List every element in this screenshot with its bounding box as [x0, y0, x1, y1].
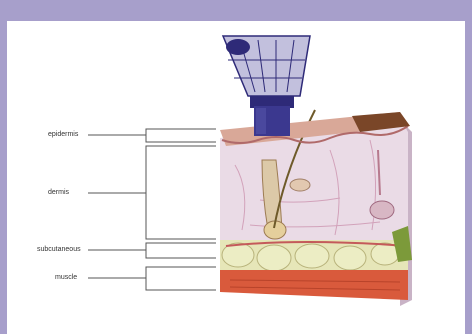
layer-brackets [88, 129, 216, 290]
dermis-label: dermis [48, 189, 69, 196]
dermis-bracket [146, 146, 216, 239]
subcutaneous-bracket [146, 243, 216, 258]
muscle-label: muscle [55, 274, 77, 281]
muscle-bracket [146, 267, 216, 290]
epidermis-label: epidermis [48, 131, 78, 138]
epidermis-bracket [146, 129, 216, 142]
subcutaneous-label: subcutaneous [37, 246, 81, 253]
handheld-device-icon [223, 36, 310, 136]
muscle-layer [220, 270, 408, 300]
